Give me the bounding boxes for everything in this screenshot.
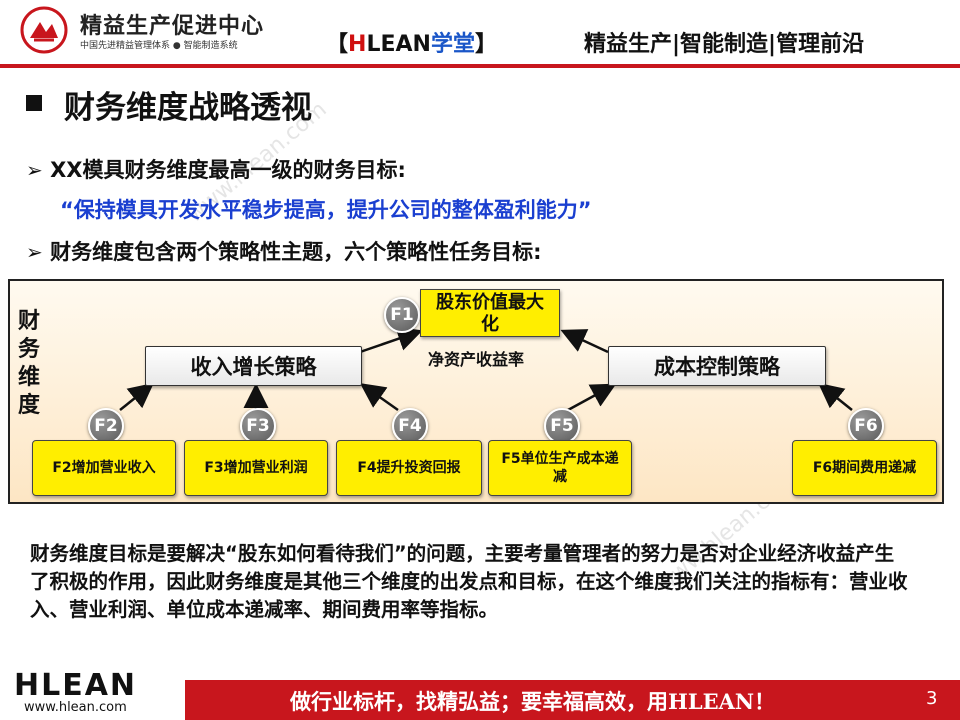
footer-slogan: 做行业标杆，找精弘益；要幸福高效，用HLEAN！ xyxy=(290,689,776,714)
header-tagline: 精益生产|智能制造|管理前沿 xyxy=(584,32,865,57)
bullet-item: ➢ 财务维度包含两个策略性主题，六个策略性任务目标: xyxy=(26,236,541,266)
task-box-f5: F5单位生产成本递 减 xyxy=(488,440,632,496)
bullet-text: 财务维度包含两个策略性主题，六个策略性任务目标: xyxy=(50,240,542,264)
org-name: 精益生产促进中心 xyxy=(80,14,265,39)
cost-control-strategy: 成本控制策略 xyxy=(608,346,826,386)
org-subtitle: 中国先进精益管理体系 ● 智能制造系统 xyxy=(80,41,238,51)
bullet-text: XX模具财务维度最高一级的财务目标: xyxy=(50,158,406,182)
title-bullet-square xyxy=(26,95,42,111)
diagram-vertical-label: 财 务 维 度 xyxy=(17,309,40,418)
org-logo-icon xyxy=(20,6,68,54)
task-box-f4: F4提升投资回报 xyxy=(336,440,482,496)
description-paragraph: 财务维度目标是要解决“股东如何看待我们”的问题，主要考量管理者的努力是否对企业经… xyxy=(30,542,908,621)
page-number: 3 xyxy=(926,688,938,709)
financial-goal-quote: “保持模具开发水平稳步提高，提升公司的整体盈利能力” xyxy=(60,198,592,222)
footer-logo: HLEAN xyxy=(14,668,138,703)
footer-url[interactable]: www.hlean.com xyxy=(24,700,127,715)
roe-label: 净资产收益率 xyxy=(428,350,525,369)
arrow-bullet-icon: ➢ xyxy=(26,158,43,182)
badge-f1: F1 xyxy=(384,297,420,333)
arrow-bullet-icon: ➢ xyxy=(26,240,43,264)
header-divider xyxy=(0,64,960,68)
brand-title: 【HLEAN学堂】 xyxy=(326,32,497,57)
bullet-item: ➢ XX模具财务维度最高一级的财务目标: xyxy=(26,154,406,184)
task-box-f3: F3增加营业利润 xyxy=(184,440,328,496)
badge-f5: F5 xyxy=(544,408,580,444)
footer-bar xyxy=(185,680,960,720)
badge-f4: F4 xyxy=(392,408,428,444)
badge-f2: F2 xyxy=(88,408,124,444)
badge-f3: F3 xyxy=(240,408,276,444)
task-box-f6: F6期间费用递减 xyxy=(792,440,937,496)
shareholder-value-box: 股东价值最大 化 xyxy=(420,289,560,337)
task-box-f2: F2增加营业收入 xyxy=(32,440,176,496)
badge-f6: F6 xyxy=(848,408,884,444)
page-title: 财务维度战略透视 xyxy=(64,90,312,126)
revenue-growth-strategy: 收入增长策略 xyxy=(145,346,362,386)
